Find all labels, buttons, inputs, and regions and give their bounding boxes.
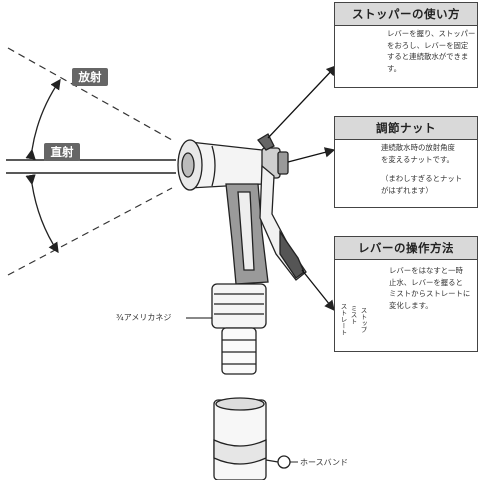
nut-panel-text: 連続散水時の放射角度 を変えるナットです。: [381, 142, 455, 165]
lever-text-line: ミストからストレートに: [389, 289, 471, 298]
nozzle-tip: [181, 152, 195, 178]
stopper-panel: ストッパーの使い方 レバーを握り、ストッパー をおろし、レバーを固定 すると連続…: [334, 2, 478, 88]
hose-band-callout: ホースバンド: [300, 458, 348, 467]
lever-scale-stop: ストップ: [359, 307, 367, 333]
nut-text-line: 連続散水時の放射角度: [381, 143, 455, 152]
thread-connector: [211, 283, 267, 329]
stopper-latch: [257, 133, 275, 151]
leader-stopper: [267, 65, 337, 139]
nut-text-line: を変えるナットです。: [381, 154, 454, 164]
barrel-ring: [211, 145, 216, 187]
nut-panel: 調節ナット 連続散水時の放射角度 を変えるナットです。 （まわしすぎるとナット …: [334, 116, 478, 208]
hose-band-screw: [277, 455, 291, 469]
stopper-text-line: す。: [387, 63, 402, 73]
stopper-panel-text: レバーを握り、ストッパー をおろし、レバーを固定 すると連続散水ができま す。: [387, 28, 475, 74]
stopper-text-line: すると連続散水ができま: [387, 52, 469, 61]
stopper-text-line: をおろし、レバーを固定: [387, 40, 469, 50]
nozzle-gun: [177, 133, 307, 480]
lever-scale-straight: ストレート: [339, 303, 347, 336]
nut-note-line: がはずれます）: [381, 185, 433, 195]
lever-scale-mist: ミスト: [349, 305, 357, 325]
lever-text-line: 止水、レバーを握ると: [389, 277, 463, 287]
lever-text-line: レバーをはなすと一時: [389, 266, 463, 275]
hose-band: [213, 438, 267, 465]
spray-pattern: [6, 47, 176, 276]
hose-band-screw-shaft: [265, 459, 279, 463]
straight-label: 直射: [44, 143, 80, 161]
hose-opening: [215, 397, 265, 411]
leader-nut: [287, 147, 336, 163]
lever-text-line: 変化します。: [389, 300, 433, 310]
spray-angle-arrow-upper: [25, 78, 61, 160]
trigger-lever-pad: [279, 229, 305, 279]
hose: [213, 399, 267, 480]
stopper-panel-title: ストッパーの使い方: [335, 3, 477, 26]
grip-stripe: [237, 191, 255, 271]
spray-angle-arrow-lower: [25, 174, 59, 254]
trigger-lever: [259, 164, 307, 281]
spray-lower-dashed-line: [7, 187, 173, 276]
nut-note-line: （まわしすぎるとナット: [381, 174, 463, 183]
spray-upper-dashed-line: [7, 47, 173, 141]
lever-panel-text: レバーをはなすと一時 止水、レバーを握ると ミストからストレートに 変化します。: [389, 265, 470, 311]
stopper-text-line: レバーを握り、ストッパー: [387, 29, 476, 38]
leader-lines: [186, 65, 337, 463]
nut-panel-note: （まわしすぎるとナット がはずれます）: [381, 173, 462, 196]
lever-panel-title: レバーの操作方法: [335, 237, 477, 260]
adjusting-nut-rear: [277, 151, 289, 175]
nut-panel-title: 調節ナット: [335, 117, 477, 140]
thread-callout: ¾アメリカネジ: [116, 313, 172, 322]
hose-barb: [221, 327, 257, 375]
spread-label: 放射: [72, 68, 108, 86]
leader-lever: [301, 269, 335, 312]
lever-panel: レバーの操作方法 レバーをはなすと一時 止水、レバーを握ると ミストからストレー…: [334, 236, 478, 352]
